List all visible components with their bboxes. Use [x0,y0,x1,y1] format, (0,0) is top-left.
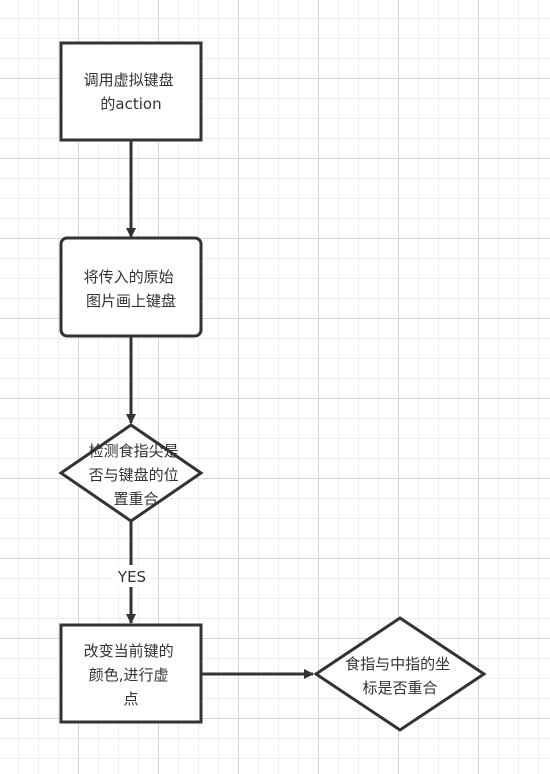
node-label-line: 标是否重合 [362,679,437,697]
svg-text:检测食指尖是 否与键盘的位: 检测食指尖是 否与键盘的位 置重合 [89,442,184,508]
node-label-line: 食指与中指的坐 [345,655,450,673]
node-label-line: 检测食指尖是 [89,442,179,460]
node-label-line: 否与键盘的位 [89,466,179,484]
svg-text:食指与中指的坐 标是否重合: 食指与中指的坐 标是否重合 [345,655,455,697]
decision-fingertip-overlap[interactable]: 检测食指尖是 否与键盘的位 置重合 [58,423,204,523]
node-label-line: 改变当前键的 [84,642,174,660]
process-box-draw-keyboard[interactable]: 将传入的原始 图片画上键盘 [59,236,203,338]
svg-text:将传入的原始 图片画上键盘: 将传入的原始 图片画上键盘 [84,268,179,310]
decision-finger-coordinates[interactable]: 食指与中指的坐 标是否重合 [313,616,487,732]
node-label-line: 置重合 [113,490,158,508]
node-label-line: 点 [123,690,138,708]
node-label-line: 的action [100,95,161,113]
node-label-line: 将传入的原始 [84,268,174,286]
nodes: 调用虚拟键盘 的action 将传入的原始 图片画上键盘 检测食指尖是 否与键盘… [58,41,487,732]
process-box-call-keyboard[interactable]: 调用虚拟键盘 的action [59,41,203,142]
svg-text:改变当前键的 颜色,进行虚: 改变当前键的 颜色,进行虚 点 [84,642,179,708]
svg-text:调用虚拟键盘 的action: 调用虚拟键盘 的action [84,71,179,113]
node-label-line: 颜色,进行虚 [89,666,169,684]
node-label-line: 图片画上键盘 [86,292,176,310]
edges [126,141,314,679]
edge-label-text: YES [117,568,146,586]
node-label-line: 调用虚拟键盘 [84,71,174,89]
edge-label-yes: YES [113,565,151,587]
process-box-change-key-color[interactable]: 改变当前键的 颜色,进行虚 点 [59,623,203,724]
